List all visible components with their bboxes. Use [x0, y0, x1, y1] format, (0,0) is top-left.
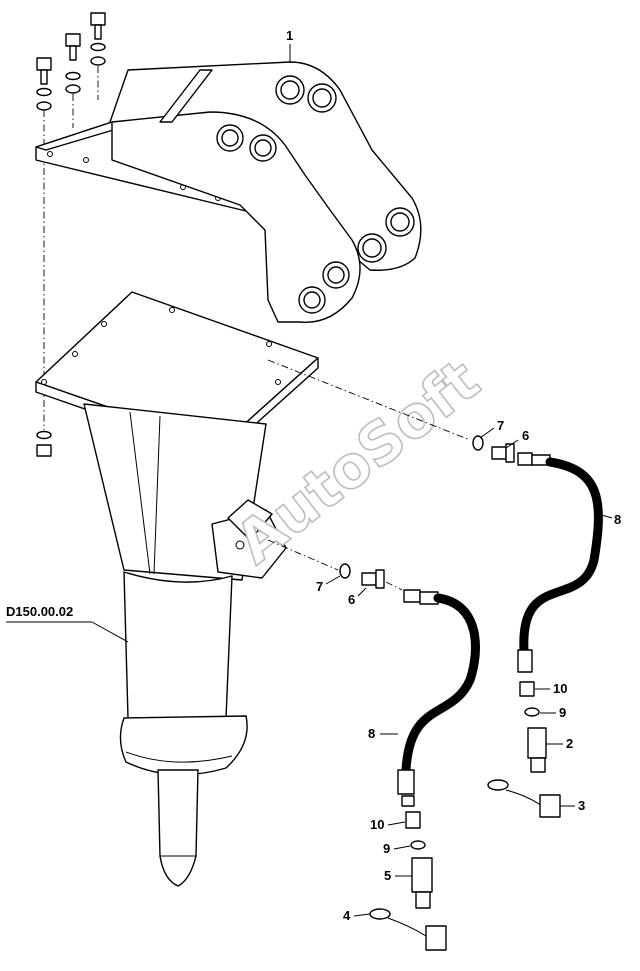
svg-text:2: 2	[566, 736, 573, 751]
callout-6-lower: 6	[348, 587, 367, 607]
fitting-upper	[491, 443, 515, 463]
callout-5: 5	[384, 868, 412, 883]
cap-right	[487, 779, 561, 818]
svg-text:10: 10	[553, 681, 567, 696]
callout-3: 3	[560, 798, 585, 813]
svg-text:4: 4	[343, 908, 351, 923]
svg-text:6: 6	[522, 428, 529, 443]
callout-7-upper: 7	[479, 418, 504, 439]
svg-text:1: 1	[286, 28, 293, 43]
callout-9-right: 9	[540, 705, 566, 720]
upper-hose-assembly	[267, 359, 603, 818]
callout-4: 4	[343, 908, 371, 923]
bolt	[65, 33, 81, 94]
cap-left	[369, 908, 447, 951]
callout-10-left: 10	[370, 817, 406, 832]
bolt	[36, 57, 52, 111]
callouts: 1 7 6 8 10 9 2 3	[286, 28, 621, 923]
svg-text:9: 9	[383, 841, 390, 856]
adapter-left	[405, 811, 421, 829]
callout-6-upper: 6	[505, 428, 529, 449]
hose-end-lower	[403, 589, 439, 605]
callout-10-right: 10	[535, 681, 567, 696]
hose-left	[401, 593, 480, 775]
svg-text:9: 9	[559, 705, 566, 720]
valve-right	[527, 727, 547, 773]
seal-left	[410, 840, 426, 850]
callout-9-left: 9	[383, 841, 411, 856]
svg-text:8: 8	[614, 512, 621, 527]
part-number-label: D150.00.02	[6, 604, 129, 643]
svg-text:5: 5	[384, 868, 391, 883]
callout-1: 1	[286, 28, 293, 62]
svg-text:7: 7	[497, 418, 504, 433]
bolt	[90, 12, 106, 66]
mounting-bracket	[35, 61, 422, 323]
svg-text:6: 6	[348, 592, 355, 607]
callout-7-lower: 7	[316, 575, 341, 594]
washer	[36, 430, 52, 440]
callout-2: 2	[546, 736, 573, 751]
callout-8-right: 8	[597, 512, 621, 527]
hose-end-upper	[517, 452, 551, 466]
part-number: D150.00.02	[6, 604, 73, 619]
adapter-right	[519, 681, 535, 697]
washer-upper	[472, 435, 484, 451]
washer-lower	[339, 563, 351, 579]
fitting-lower	[361, 569, 385, 589]
nut	[36, 444, 52, 457]
svg-text:3: 3	[578, 798, 585, 813]
svg-text:7: 7	[316, 579, 323, 594]
seal-right	[524, 707, 540, 717]
svg-text:10: 10	[370, 817, 384, 832]
lower-hose-assembly	[267, 539, 480, 951]
callout-8-left: 8	[368, 726, 398, 741]
hammer-body	[35, 291, 319, 887]
valve-left	[411, 857, 433, 909]
hose-right	[519, 457, 603, 655]
svg-text:8: 8	[368, 726, 375, 741]
